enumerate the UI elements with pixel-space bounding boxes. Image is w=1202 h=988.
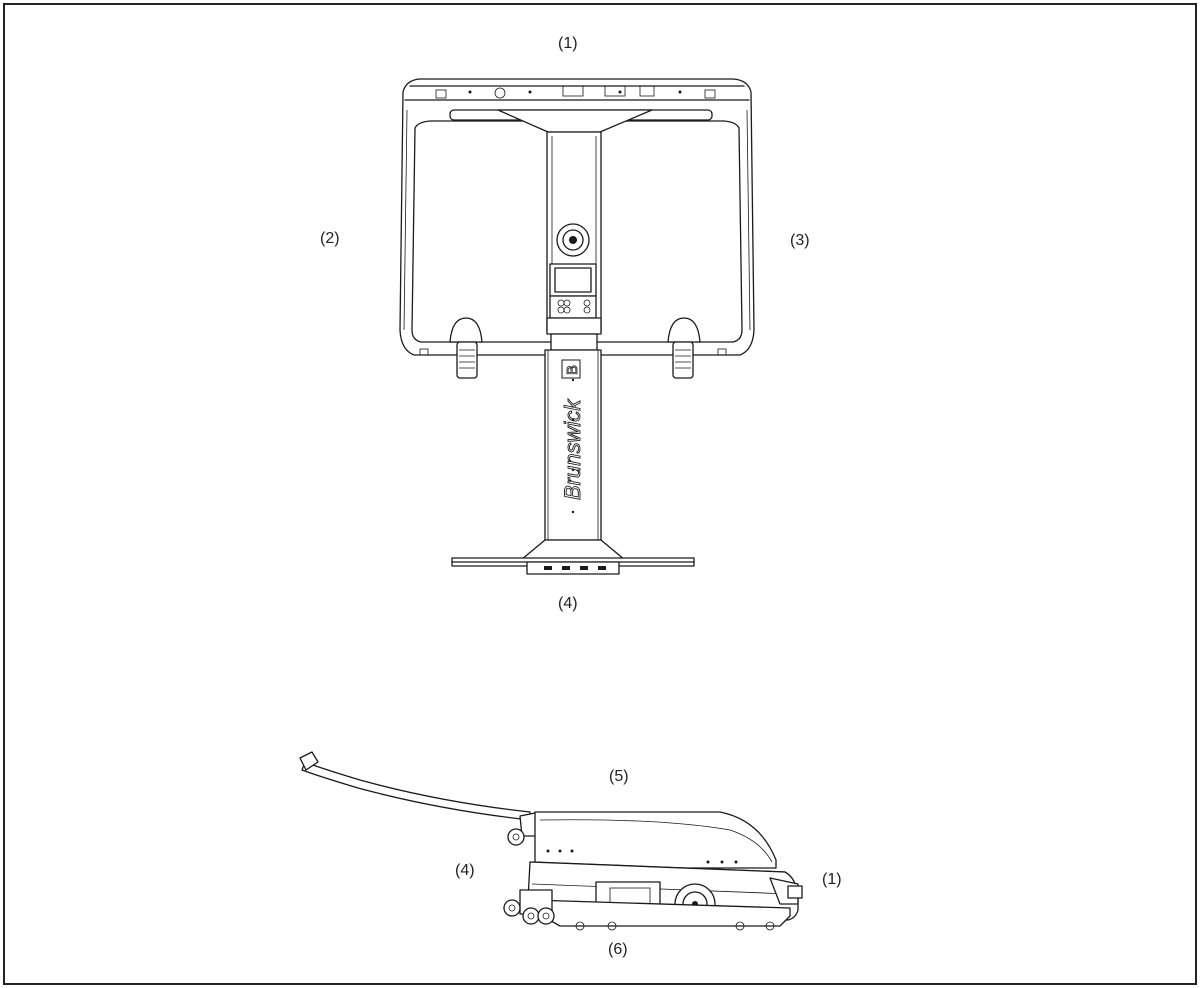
- figure-frame: [3, 3, 1197, 985]
- top-view-label-rear: (4): [558, 595, 578, 612]
- brand-logo: Brunswick B: [560, 359, 585, 500]
- brand-mark: B: [564, 365, 581, 375]
- side-view-label-rear: (4): [455, 862, 475, 879]
- top-view-label-front: (1): [558, 35, 578, 52]
- top-view-machine: [399, 78, 755, 575]
- top-view-label-right: (3): [790, 232, 810, 249]
- side-view-label-front: (1): [822, 871, 842, 888]
- side-view-machine: [299, 751, 803, 931]
- side-view-label-bottom: (6): [608, 941, 628, 958]
- brand-name: Brunswick: [560, 399, 585, 500]
- side-view-label-top: (5): [609, 768, 629, 785]
- top-view-label-left: (2): [320, 230, 340, 247]
